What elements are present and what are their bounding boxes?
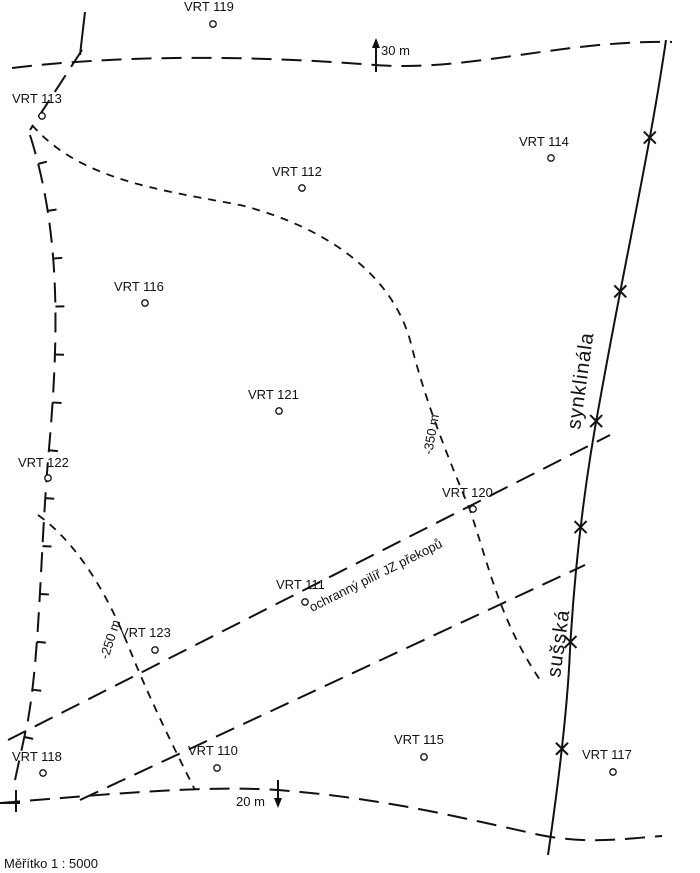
svg-text:VRT 119: VRT 119: [184, 0, 234, 14]
svg-text:VRT 116: VRT 116: [114, 279, 164, 294]
well-vrt-122: VRT 122: [18, 455, 69, 482]
svg-text:VRT 118: VRT 118: [12, 749, 62, 764]
well-vrt-121: VRT 121: [248, 387, 299, 415]
contour-250-line: [37, 514, 196, 791]
northwest-fault-segment: [29, 49, 83, 131]
northwest-fault-tick: [79, 11, 86, 56]
well-vrt-123: VRT 123: [120, 625, 171, 654]
pillar-north-line: [7, 434, 611, 741]
west-boundary-tick: [45, 497, 55, 500]
map-scale: Měřítko 1 : 5000: [4, 856, 98, 871]
well-vrt-115: VRT 115: [394, 732, 444, 761]
west-boundary-tick: [48, 449, 58, 453]
svg-text:VRT 112: VRT 112: [272, 164, 322, 179]
svg-text:VRT 122: VRT 122: [18, 455, 69, 470]
well-vrt-113: VRT 113: [12, 91, 62, 120]
svg-text:VRT 113: VRT 113: [12, 91, 62, 106]
west-boundary-tick: [39, 593, 49, 596]
well-vrt-119: VRT 119: [184, 0, 234, 28]
svg-text:VRT 110: VRT 110: [188, 743, 238, 758]
north-depth-arrow-head: [372, 38, 380, 48]
svg-text:VRT 121: VRT 121: [248, 387, 299, 402]
well-vrt-110: VRT 110: [188, 743, 238, 772]
well-vrt-114: VRT 114: [519, 134, 569, 162]
south-depth-label: 20 m: [236, 794, 265, 809]
south-depth-arrow-head: [274, 798, 282, 808]
svg-text:VRT 120: VRT 120: [442, 485, 493, 500]
west-boundary-line: [14, 134, 57, 781]
syncline-cross: [589, 414, 603, 428]
south-boundary-line: [0, 787, 663, 842]
well-vrt-116: VRT 116: [114, 279, 164, 307]
svg-text:VRT 115: VRT 115: [394, 732, 444, 747]
well-vrt-111: VRT 111: [276, 577, 325, 606]
west-boundary-tick: [36, 640, 46, 644]
svg-text:VRT 123: VRT 123: [120, 625, 171, 640]
pillar-south-line: [79, 564, 586, 801]
syncline-cross: [643, 130, 657, 145]
svg-text:VRT 114: VRT 114: [519, 134, 569, 149]
well-vrt-117: VRT 117: [582, 747, 632, 776]
north-depth-label: 30 m: [381, 43, 410, 58]
west-boundary-tick: [37, 160, 48, 165]
west-boundary-tick: [53, 256, 63, 260]
well-vrt-120: VRT 120: [442, 485, 493, 513]
syncline-cross: [555, 742, 569, 756]
syncline-cross: [563, 635, 578, 649]
well-vrt-118: VRT 118: [12, 749, 62, 777]
well-vrt-112: VRT 112: [272, 164, 322, 192]
svg-text:VRT 117: VRT 117: [582, 747, 632, 762]
west-boundary-tick: [32, 688, 42, 692]
west-boundary-tick: [24, 736, 34, 740]
svg-text:VRT 111: VRT 111: [276, 577, 325, 592]
west-boundary-ticks: [24, 160, 65, 740]
syncline-axis-line: [547, 39, 667, 856]
north-boundary-line: [11, 40, 673, 69]
contour-350-label: -350 m: [420, 413, 442, 455]
syncline-crosses: [555, 130, 657, 756]
west-boundary-tick: [52, 401, 62, 405]
southwest-corner-marker: [0, 790, 20, 812]
syncline-label-1: synklinála: [563, 331, 598, 431]
syncline-cross: [573, 520, 588, 534]
contour-350-line: [31, 124, 541, 681]
pillar-label: ochranný pilíř JZ překopů: [307, 536, 445, 615]
syncline-cross: [613, 284, 628, 299]
west-boundary-tick: [47, 208, 57, 212]
